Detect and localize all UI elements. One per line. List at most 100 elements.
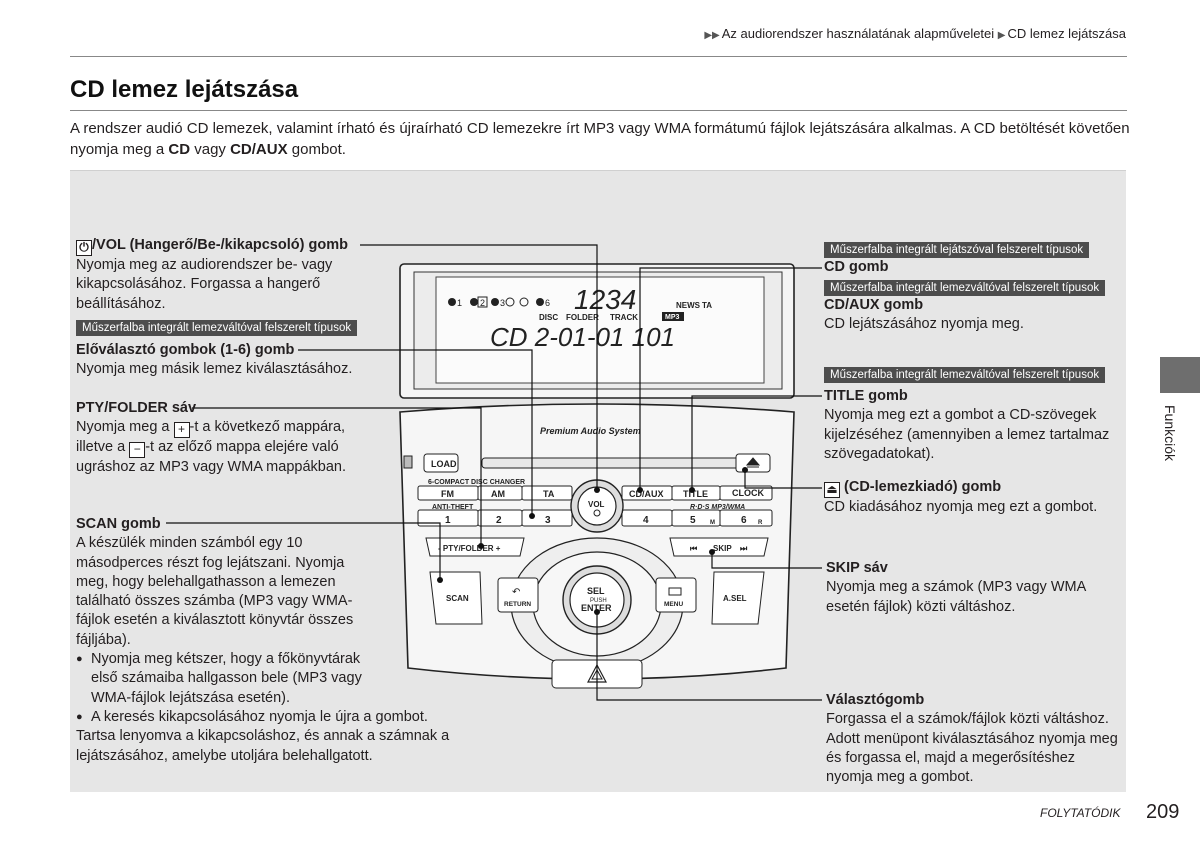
ta-button[interactable]: TA — [521, 485, 573, 501]
title-body: Nyomja meg ezt a gombot a CD-szövegek ki… — [824, 407, 1110, 462]
svg-text:FM: FM — [441, 489, 454, 499]
changer-type-badge: Műszerfalba integrált lemezváltóval fels… — [76, 320, 358, 336]
scan-button[interactable]: SCAN — [429, 571, 483, 625]
breadcrumb: ▶▶Az audiorendszer használatának alapműv… — [704, 26, 1126, 41]
display-track-label: TRACK — [610, 313, 638, 322]
svg-text:2: 2 — [480, 298, 485, 308]
vol-body: Nyomja meg az audiorendszer be- vagy kik… — [76, 257, 333, 312]
title-button[interactable]: TITLE — [671, 485, 721, 501]
eject-icon: ⏏ — [824, 482, 840, 498]
intro-paragraph: A rendszer audió CD lemezek, valamint ír… — [70, 120, 1130, 158]
cdaux-body: CD lejátszásához nyomja meg. — [824, 316, 1024, 333]
menu-button[interactable]: MENU — [655, 577, 697, 613]
eject-heading: (CD-lemezkiadó) gomb — [844, 479, 1002, 495]
asel-button[interactable]: A.SEL — [711, 571, 765, 625]
preset-heading: Előválasztó gombok (1-6) gomb — [76, 342, 295, 358]
disc-slot — [481, 457, 751, 469]
svg-text:SEL: SEL — [587, 586, 605, 596]
rds-label: R·D·S MP3/WMA — [690, 504, 745, 511]
preset-annotation: Előválasztó gombok (1-6) gomb Nyomja meg… — [76, 341, 376, 380]
header-rule — [70, 56, 1127, 57]
svg-text:3: 3 — [545, 515, 551, 526]
cd-keyword: CD — [168, 141, 191, 158]
scan-body: A készülék minden számból egy 10 másodpe… — [76, 535, 354, 648]
preset-button-3[interactable]: 3 — [521, 509, 573, 527]
load-button[interactable]: LOAD — [423, 453, 459, 473]
scan-heading: SCAN gomb — [76, 516, 161, 532]
svg-text:R: R — [758, 520, 763, 526]
skip-bar[interactable]: ⏮ SKIP ⏭ — [669, 537, 769, 557]
display-main-text: CD 2-01-01 101 — [490, 322, 675, 352]
selector-body: Forgassa el a számok/fájlok közti váltás… — [826, 711, 1118, 786]
clock-button[interactable]: CLOCK — [719, 485, 773, 501]
svg-text:PUSH: PUSH — [590, 598, 607, 604]
svg-text:CD/AUX: CD/AUX — [629, 489, 664, 499]
selector-knob[interactable]: SEL PUSH ENTER — [510, 537, 684, 671]
svg-text:VOL: VOL — [588, 500, 605, 509]
preset-button-1[interactable]: 1 — [417, 509, 479, 527]
display-news-label: NEWS — [676, 301, 701, 310]
return-button[interactable]: ↶ RETURN — [497, 577, 539, 613]
preset-button-2[interactable]: 2 — [477, 509, 523, 527]
display-mp3-label: MP3 — [665, 314, 680, 321]
scan-bullet-2: A keresés kikapcsolásához nyomja le újra… — [76, 708, 456, 728]
faceplate-clip — [403, 455, 413, 469]
vol-knob[interactable]: VOL — [570, 479, 624, 533]
svg-text:4: 4 — [643, 515, 649, 526]
svg-text:⏭: ⏭ — [740, 544, 748, 553]
svg-text:A.SEL: A.SEL — [723, 594, 747, 603]
antitheft-label: ANTI-THEFT — [432, 504, 474, 511]
svg-text:SKIP: SKIP — [713, 544, 732, 553]
scan-bullet-1: Nyomja meg kétszer, hogy a főkönyvtárak … — [76, 650, 366, 708]
selector-annotation: Választógomb Forgassa el a számok/fájlok… — [826, 691, 1120, 787]
vol-annotation: ⏻/VOL (Hangerő/Be-/kikapcsoló) gomb Nyom… — [76, 236, 376, 314]
svg-text:SCAN: SCAN — [446, 594, 469, 603]
svg-text:ENTER: ENTER — [581, 603, 612, 613]
plus-icon: + — [173, 422, 190, 439]
title-heading: TITLE gomb — [824, 388, 908, 404]
pty-folder-bar[interactable]: - PTY/FOLDER + — [425, 537, 525, 557]
eject-annotation: ⏏ (CD-lemezkiadó) gomb CD kiadásához nyo… — [824, 478, 1124, 517]
svg-text:1: 1 — [457, 298, 462, 308]
player-type-badge: Műszerfalba integrált lejátszóval felsze… — [824, 242, 1090, 258]
pty-annotation: PTY/FOLDER sáv Nyomja meg a +-t a követk… — [76, 399, 396, 478]
cdaux-heading: CD/AUX gomb — [824, 297, 924, 313]
arrow-icon: ▶ — [997, 30, 1006, 41]
leader-dots — [437, 467, 748, 615]
svg-text:6: 6 — [545, 298, 550, 308]
display-ta-label: TA — [702, 301, 712, 310]
cdaux-button[interactable]: CD/AUX — [621, 485, 673, 501]
changer-type-badge-2: Műszerfalba integrált lemezváltóval fels… — [824, 280, 1106, 296]
cdaux-keyword: CD/AUX — [230, 141, 288, 158]
scan-annotation: SCAN gomb A készülék minden számból egy … — [76, 515, 458, 766]
preset-body: Nyomja meg másik lemez kiválasztásához. — [76, 361, 353, 378]
leader-lines — [166, 244, 822, 701]
svg-text:CLOCK: CLOCK — [732, 488, 764, 498]
svg-text:6: 6 — [741, 515, 747, 526]
skip-annotation: SKIP sáv Nyomja meg a számok (MP3 vagy W… — [826, 559, 1116, 617]
preset-button-4[interactable]: 4 — [621, 509, 673, 527]
am-button[interactable]: AM — [477, 485, 523, 501]
minus-icon: − — [129, 442, 146, 459]
vol-heading: /VOL (Hangerő/Be-/kikapcsoló) gomb — [92, 237, 348, 253]
double-arrow-icon: ▶▶ — [704, 30, 720, 41]
changer-label: 6-COMPACT DISC CHANGER — [428, 479, 525, 486]
svg-text:TA: TA — [543, 489, 555, 499]
svg-text:RETURN: RETURN — [504, 601, 531, 608]
display-disc-label: DISC — [539, 313, 558, 322]
cd-heading: CD gomb — [824, 259, 889, 275]
breadcrumb-section: Az audiorendszer használatának alapművel… — [721, 26, 995, 41]
fm-button[interactable]: FM — [417, 485, 479, 501]
cdaux-annotation: CD/AUX gomb CD lejátszásához nyomja meg. — [824, 296, 1124, 335]
svg-text:↶: ↶ — [512, 587, 520, 598]
page-number: 209 — [1146, 801, 1180, 823]
svg-text:MENU: MENU — [664, 601, 683, 608]
eject-button[interactable] — [735, 453, 771, 473]
svg-text:LOAD: LOAD — [431, 459, 457, 469]
title-rule — [70, 110, 1127, 111]
eject-body: CD kiadásához nyomja meg ezt a gombot. — [824, 499, 1098, 515]
svg-text:- PTY/FOLDER +: - PTY/FOLDER + — [438, 544, 501, 553]
